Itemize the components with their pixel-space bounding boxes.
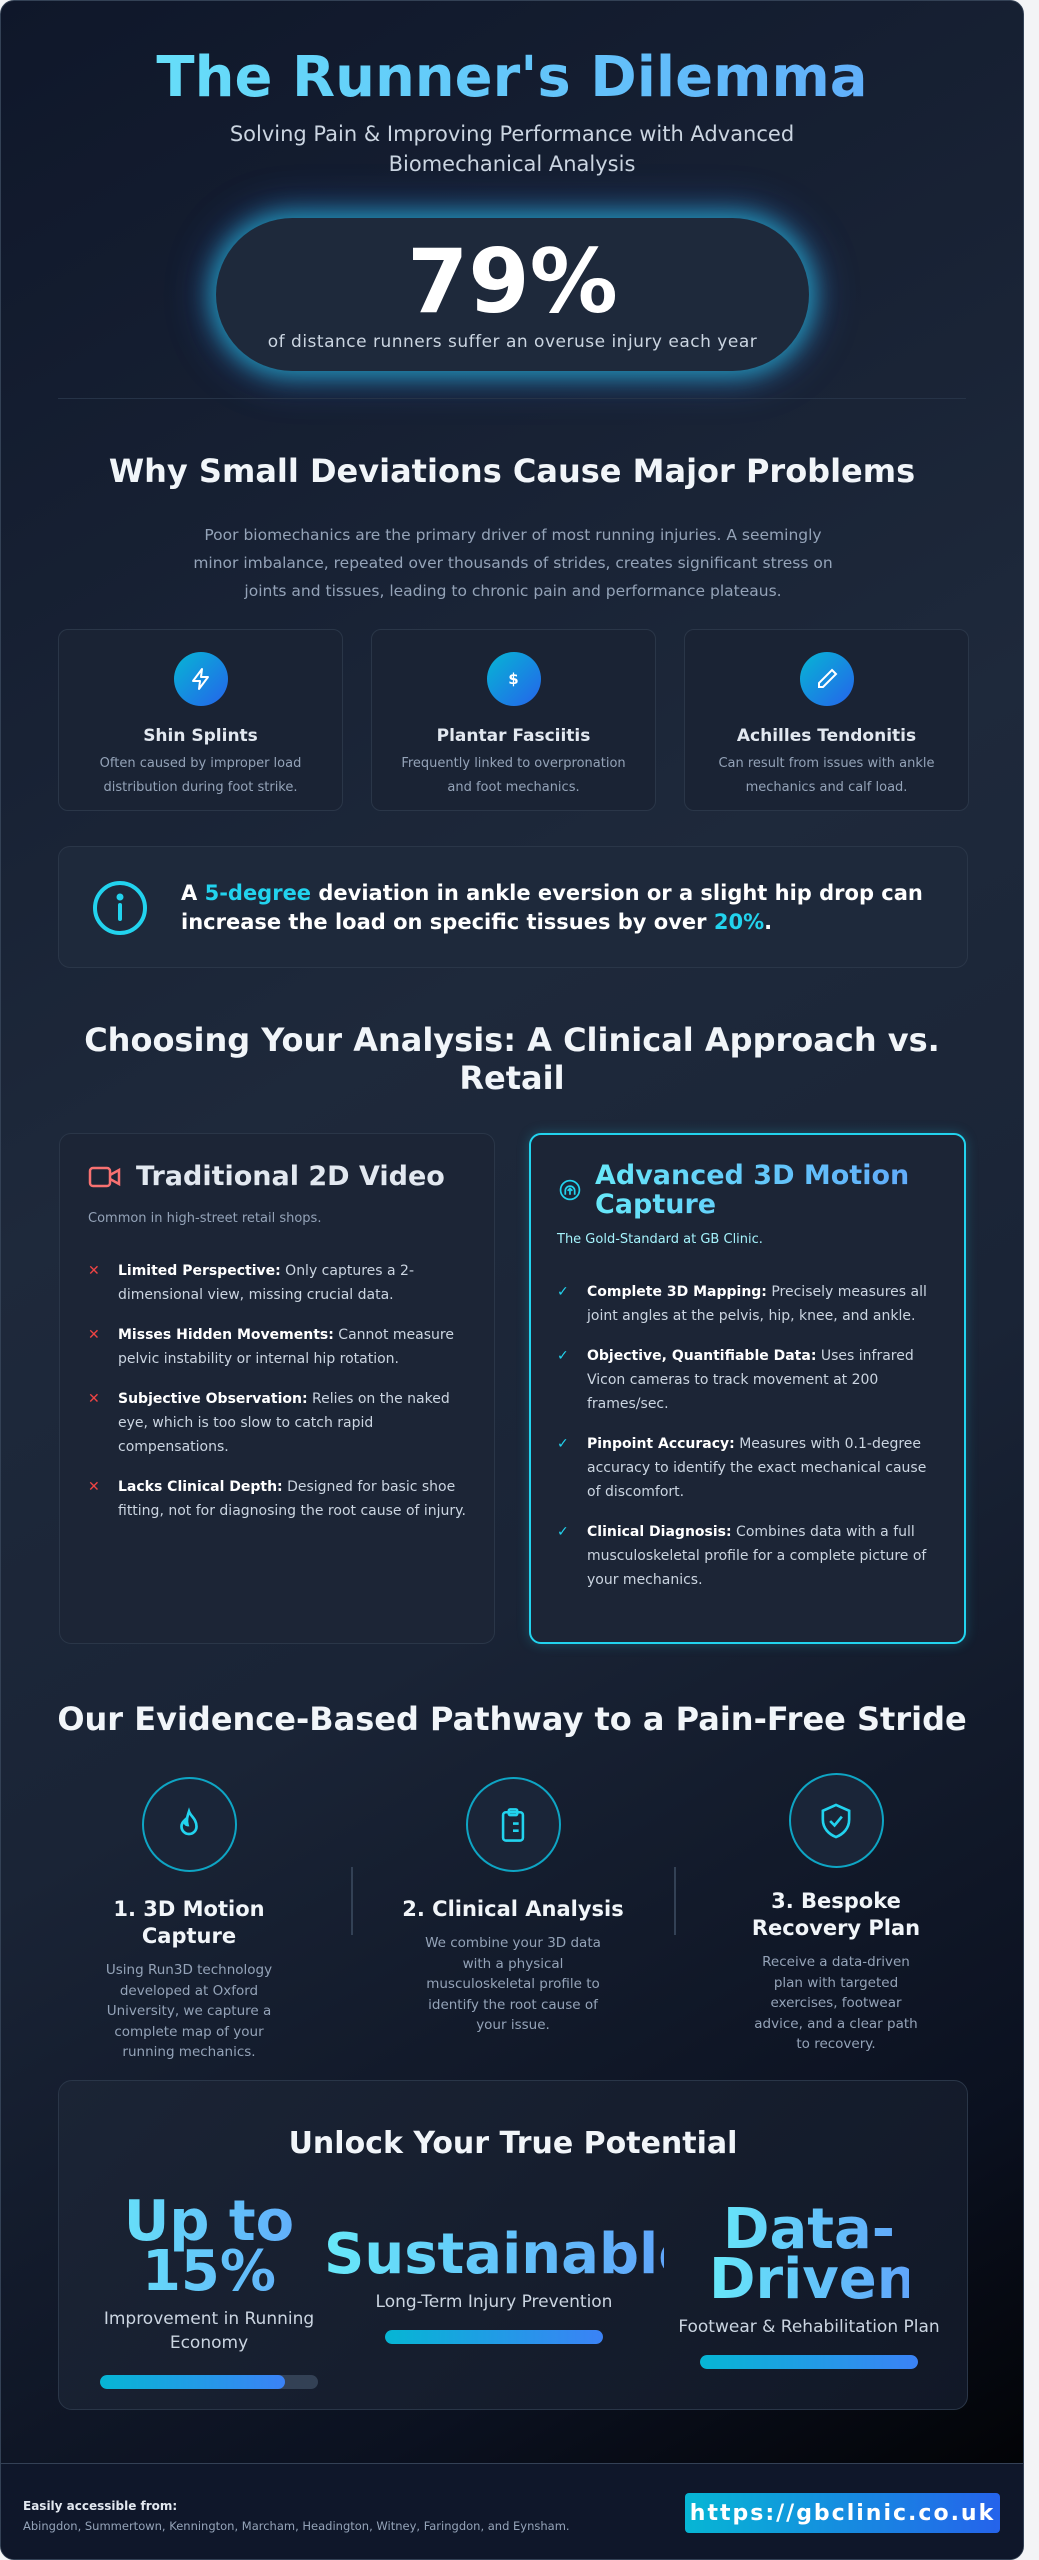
traditional-card: Traditional 2D Video Common in high-stre…: [59, 1133, 495, 1644]
step-desc: Receive a data-driven plan with targeted…: [754, 1954, 918, 2052]
callout-box: A 5-degree deviation in ankle eversion o…: [58, 846, 968, 968]
step-title: 2. Clinical Analysis: [402, 1897, 624, 1921]
check-icon: ✓: [557, 1436, 569, 1452]
hero-stat-caption: of distance runners suffer an overuse in…: [267, 332, 758, 352]
list-item: ✓Clinical Diagnosis: Combines data with …: [557, 1520, 940, 1592]
result-stat: Data-Driven Footwear & Rehabilitation Pl…: [664, 2197, 954, 2369]
flame-icon: [141, 1777, 237, 1872]
hero-stat: 79% of distance runners suffer an overus…: [216, 218, 809, 371]
progress-fill: [700, 2355, 918, 2369]
step-divider: [351, 1867, 353, 1935]
progress-fill: [100, 2375, 286, 2389]
step-desc: We combine your 3D data with a physical …: [425, 1935, 601, 2033]
lightning-icon: [173, 652, 228, 706]
clipboard-icon: [465, 1777, 561, 1872]
stat-label: Footwear & Rehabilitation Plan: [678, 2317, 940, 2337]
pathway-step: 2. Clinical Analysis We combine your 3D …: [393, 1777, 633, 2036]
shield-check-icon: [788, 1773, 884, 1868]
check-icon: ✓: [557, 1284, 569, 1300]
list-item: ✕Limited Perspective: Only captures a 2-…: [88, 1259, 470, 1307]
list-item: ✕Subjective Observation: Relies on the n…: [88, 1387, 470, 1459]
traditional-title: Traditional 2D Video: [136, 1161, 445, 1192]
injury-title: Plantar Fasciitis: [436, 726, 591, 746]
advanced-title: Advanced 3D Motion Capture: [595, 1161, 944, 1219]
problems-title: Why Small Deviations Cause Major Problem…: [108, 452, 916, 490]
list-item: ✕Lacks Clinical Depth: Designed for basi…: [88, 1475, 470, 1523]
injury-card: $ Plantar Fasciitis Frequently linked to…: [371, 629, 656, 811]
divider: [58, 398, 966, 399]
injury-desc: Frequently linked to overpronation and f…: [401, 756, 626, 795]
traditional-subtitle: Common in high-street retail shops.: [88, 1211, 322, 1226]
cross-icon: ✕: [88, 1391, 100, 1407]
info-icon: [93, 881, 147, 935]
step-desc: Using Run3D technology developed at Oxfo…: [105, 1962, 273, 2060]
pathway-step: 3. Bespoke Recovery Plan Receive a data-…: [716, 1773, 956, 2055]
injury-desc: Can result from issues with ankle mechan…: [718, 756, 935, 795]
stat-value: Sustainable: [324, 2222, 697, 2287]
injury-title: Shin Splints: [143, 726, 258, 746]
stat-value: Up to 15%: [89, 2194, 329, 2300]
result-stat: Sustainable Long-Term Injury Prevention: [324, 2222, 697, 2344]
step-divider: [674, 1867, 676, 1935]
stat-label: Improvement in Running Economy: [103, 2309, 315, 2353]
footer: Easily accessible from: Abingdon, Summer…: [1, 2463, 1023, 2559]
cross-icon: ✕: [88, 1479, 100, 1495]
step-title: 3. Bespoke Recovery Plan: [751, 1889, 921, 1940]
website-link-button[interactable]: https://gbclinic.co.uk: [685, 2493, 1000, 2533]
progress-bar: [385, 2330, 603, 2344]
fingerprint-icon: [559, 1179, 581, 1201]
progress-bar: [100, 2375, 318, 2389]
comparison-title: Choosing Your Analysis: A Clinical Appro…: [84, 1021, 940, 1097]
video-camera-icon: [88, 1166, 121, 1187]
stat-value: Data-Driven: [709, 2197, 917, 2312]
hero-stat-value: 79%: [407, 230, 618, 333]
progress-fill: [385, 2330, 603, 2344]
cross-icon: ✕: [88, 1327, 100, 1343]
list-item: ✓Pinpoint Accuracy: Measures with 0.1-de…: [557, 1432, 940, 1504]
injury-desc: Often caused by improper load distributi…: [99, 756, 302, 795]
callout-text: A 5-degree deviation in ankle eversion o…: [181, 881, 923, 934]
pathway-step: 1. 3D Motion Capture Using Run3D technol…: [69, 1777, 309, 2063]
traditional-list: ✕Limited Perspective: Only captures a 2-…: [88, 1259, 470, 1539]
pathway-title: Our Evidence-Based Pathway to a Pain-Fre…: [57, 1700, 967, 1738]
injury-card: Shin Splints Often caused by improper lo…: [58, 629, 343, 811]
advanced-list: ✓Complete 3D Mapping: Precisely measures…: [557, 1280, 940, 1608]
list-item: ✓Complete 3D Mapping: Precisely measures…: [557, 1280, 940, 1328]
list-item: ✓Objective, Quantifiable Data: Uses infr…: [557, 1344, 940, 1416]
results-panel: Unlock Your True Potential Up to 15% Imp…: [58, 2080, 968, 2410]
advanced-card: Advanced 3D Motion Capture The Gold-Stan…: [529, 1133, 966, 1644]
cross-icon: ✕: [88, 1263, 100, 1279]
problems-intro: Poor biomechanics are the primary driver…: [193, 526, 833, 600]
stat-label: Long-Term Injury Prevention: [375, 2292, 613, 2312]
advanced-subtitle: The Gold-Standard at GB Clinic.: [557, 1232, 763, 1247]
results-title: Unlock Your True Potential: [288, 2126, 738, 2161]
injury-title: Achilles Tendonitis: [736, 726, 917, 746]
result-stat: Up to 15% Improvement in Running Economy: [89, 2194, 329, 2389]
page-title: The Runner's Dilemma: [1, 45, 1023, 110]
subtitle: Solving Pain & Improving Performance wit…: [229, 122, 795, 176]
footer-heading: Easily accessible from:: [23, 2499, 178, 2513]
injury-card: Achilles Tendonitis Can result from issu…: [684, 629, 969, 811]
check-icon: ✓: [557, 1524, 569, 1540]
progress-bar: [700, 2355, 918, 2369]
dollar-icon: $: [486, 652, 541, 706]
list-item: ✕Misses Hidden Movements: Cannot measure…: [88, 1323, 470, 1371]
footer-locations: Abingdon, Summertown, Kennington, Marcha…: [23, 2519, 570, 2533]
pencil-icon: [799, 652, 854, 706]
step-title: 1. 3D Motion Capture: [113, 1897, 265, 1948]
check-icon: ✓: [557, 1348, 569, 1364]
